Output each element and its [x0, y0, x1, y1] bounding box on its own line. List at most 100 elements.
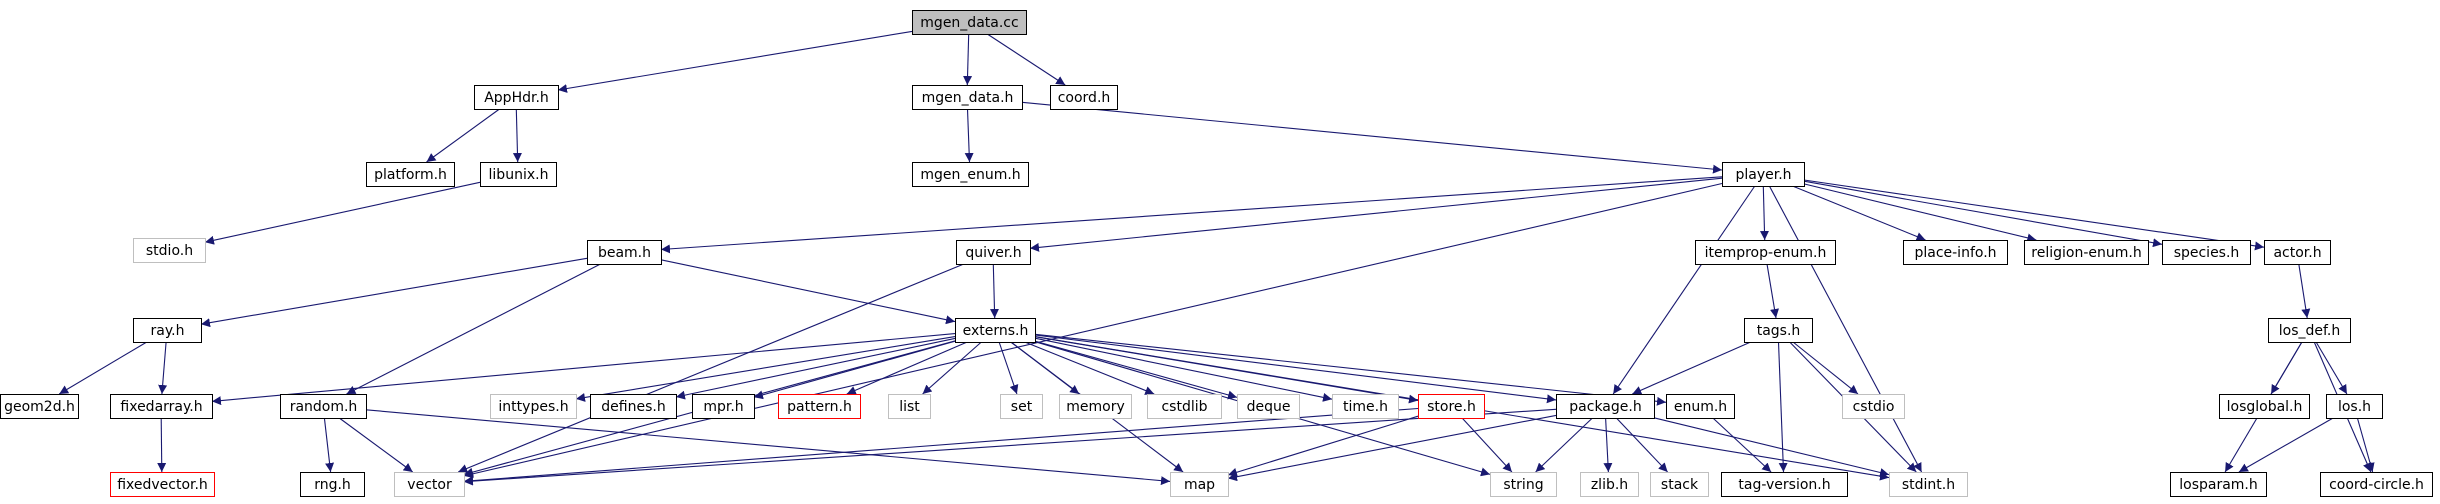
node-label: mpr.h	[703, 399, 743, 415]
node-box	[1170, 472, 1229, 497]
edge-tags_h-to-tag_version_h	[1777, 341, 1788, 473]
node-box	[1721, 472, 1848, 497]
node-label: cstdlib	[1161, 399, 1207, 415]
node-mpr_h[interactable]: mpr.h	[692, 394, 755, 419]
node-box	[490, 394, 577, 419]
node-mgen_data_cc[interactable]: mgen_data.cc	[912, 10, 1027, 35]
node-ray_h[interactable]: ray.h	[133, 318, 202, 343]
edge-tags_h-to-cstdio	[1792, 341, 1859, 395]
node-externs_h[interactable]: externs.h	[955, 318, 1036, 343]
node-package_h[interactable]: package.h	[1556, 394, 1655, 419]
node-box	[2320, 472, 2433, 497]
node-label: AppHdr.h	[484, 90, 549, 106]
node-label: geom2d.h	[4, 399, 75, 415]
node-quiver_h[interactable]: quiver.h	[956, 240, 1031, 265]
node-box	[1418, 394, 1485, 419]
node-enum_h[interactable]: enum.h	[1666, 394, 1735, 419]
node-map[interactable]: map	[1170, 472, 1229, 497]
node-zlib_h[interactable]: zlib.h	[1580, 472, 1639, 497]
node-box	[280, 394, 367, 419]
node-list[interactable]: list	[888, 394, 931, 419]
node-cstdlib[interactable]: cstdlib	[1147, 394, 1222, 419]
edge-apphdr_h-to-platform_h	[426, 108, 500, 163]
node-stack[interactable]: stack	[1650, 472, 1709, 497]
node-itemprop_enum_h[interactable]: itemprop-enum.h	[1695, 240, 1836, 265]
node-box	[2024, 240, 2149, 265]
node-los_def_h[interactable]: los_def.h	[2268, 318, 2351, 343]
edge-externs_h-to-enum_h	[1034, 333, 1667, 406]
edge-package_h-to-stack	[1616, 417, 1668, 473]
node-tags_h[interactable]: tags.h	[1744, 318, 1813, 343]
node-box	[1744, 318, 1813, 343]
node-label: losparam.h	[2179, 477, 2258, 493]
edge-itemprop_enum_h-to-tags_h	[1766, 263, 1779, 319]
node-defines_h[interactable]: defines.h	[590, 394, 677, 419]
edge-apphdr_h-to-libunix_h	[512, 108, 522, 163]
node-libunix_h[interactable]: libunix.h	[480, 162, 557, 187]
node-box	[1889, 472, 1968, 497]
edge-externs_h-to-list	[922, 341, 982, 395]
edge-package_h-to-stdint_h	[1653, 417, 1890, 477]
node-geom2d_h[interactable]: geom2d.h	[0, 394, 79, 419]
node-mgen_data_h[interactable]: mgen_data.h	[912, 85, 1023, 110]
edge-quiver_h-to-vector	[457, 263, 965, 473]
node-player_h[interactable]: player.h	[1722, 162, 1805, 187]
node-box	[1050, 85, 1118, 110]
node-deque[interactable]: deque	[1237, 394, 1300, 419]
node-label: religion-enum.h	[2031, 245, 2141, 261]
node-actor_h[interactable]: actor.h	[2264, 240, 2331, 265]
node-store_h[interactable]: store.h	[1418, 394, 1485, 419]
node-fixedvector_h[interactable]: fixedvector.h	[110, 472, 215, 497]
node-label: losglobal.h	[2227, 399, 2303, 415]
node-platform_h[interactable]: platform.h	[366, 162, 455, 187]
node-label: los_def.h	[2279, 323, 2340, 339]
node-losparam_h[interactable]: losparam.h	[2170, 472, 2267, 497]
node-stdint_h[interactable]: stdint.h	[1889, 472, 1968, 497]
node-inttypes_h[interactable]: inttypes.h	[490, 394, 577, 419]
edge-package_h-to-zlib_h	[1603, 417, 1613, 473]
node-time_h[interactable]: time.h	[1332, 394, 1399, 419]
node-box	[2219, 394, 2310, 419]
node-stdio_h[interactable]: stdio.h	[133, 238, 206, 263]
node-label: stack	[1661, 477, 1699, 493]
node-box	[0, 394, 79, 419]
node-fixedarray_h[interactable]: fixedarray.h	[110, 394, 213, 419]
node-box	[778, 394, 861, 419]
node-box	[590, 394, 677, 419]
node-string[interactable]: string	[1490, 472, 1557, 497]
node-coord_h[interactable]: coord.h	[1050, 85, 1118, 110]
node-box	[2162, 240, 2251, 265]
edge-package_h-to-string	[1535, 417, 1593, 473]
edge-player_h-to-actor_h	[1803, 179, 2265, 251]
edge-store_h-to-vector	[463, 407, 1419, 486]
node-religion_enum_h[interactable]: religion-enum.h	[2024, 240, 2149, 265]
node-memory[interactable]: memory	[1059, 394, 1132, 419]
node-box	[1580, 472, 1639, 497]
edge-player_h-to-beam_h	[660, 176, 1723, 254]
edge-externs_h-to-package_h	[1034, 334, 1557, 404]
node-box	[1059, 394, 1132, 419]
node-los_h[interactable]: los.h	[2326, 394, 2383, 419]
node-box	[133, 318, 202, 343]
node-tag_version_h[interactable]: tag-version.h	[1721, 472, 1848, 497]
node-label: libunix.h	[489, 167, 549, 183]
node-label: fixedarray.h	[120, 399, 202, 415]
node-species_h[interactable]: species.h	[2162, 240, 2251, 265]
node-mgen_enum_h[interactable]: mgen_enum.h	[912, 162, 1029, 187]
node-place_info_h[interactable]: place-info.h	[1903, 240, 2008, 265]
node-beam_h[interactable]: beam.h	[587, 240, 662, 265]
node-set[interactable]: set	[1000, 394, 1043, 419]
node-label: ray.h	[151, 323, 185, 339]
node-label: vector	[407, 477, 452, 493]
node-pattern_h[interactable]: pattern.h	[778, 394, 861, 419]
node-apphdr_h[interactable]: AppHdr.h	[474, 85, 559, 110]
node-random_h[interactable]: random.h	[280, 394, 367, 419]
edge-mgen_data_h-to-player_h	[1021, 101, 1723, 174]
node-label: coord-circle.h	[2329, 477, 2424, 493]
edge-beam_h-to-random_h	[346, 263, 601, 395]
node-cstdio[interactable]: cstdio	[1842, 394, 1905, 419]
node-losglobal_h[interactable]: losglobal.h	[2219, 394, 2310, 419]
node-vector[interactable]: vector	[394, 472, 465, 497]
node-coord_circle_h[interactable]: coord-circle.h	[2320, 472, 2433, 497]
node-rng_h[interactable]: rng.h	[300, 472, 365, 497]
